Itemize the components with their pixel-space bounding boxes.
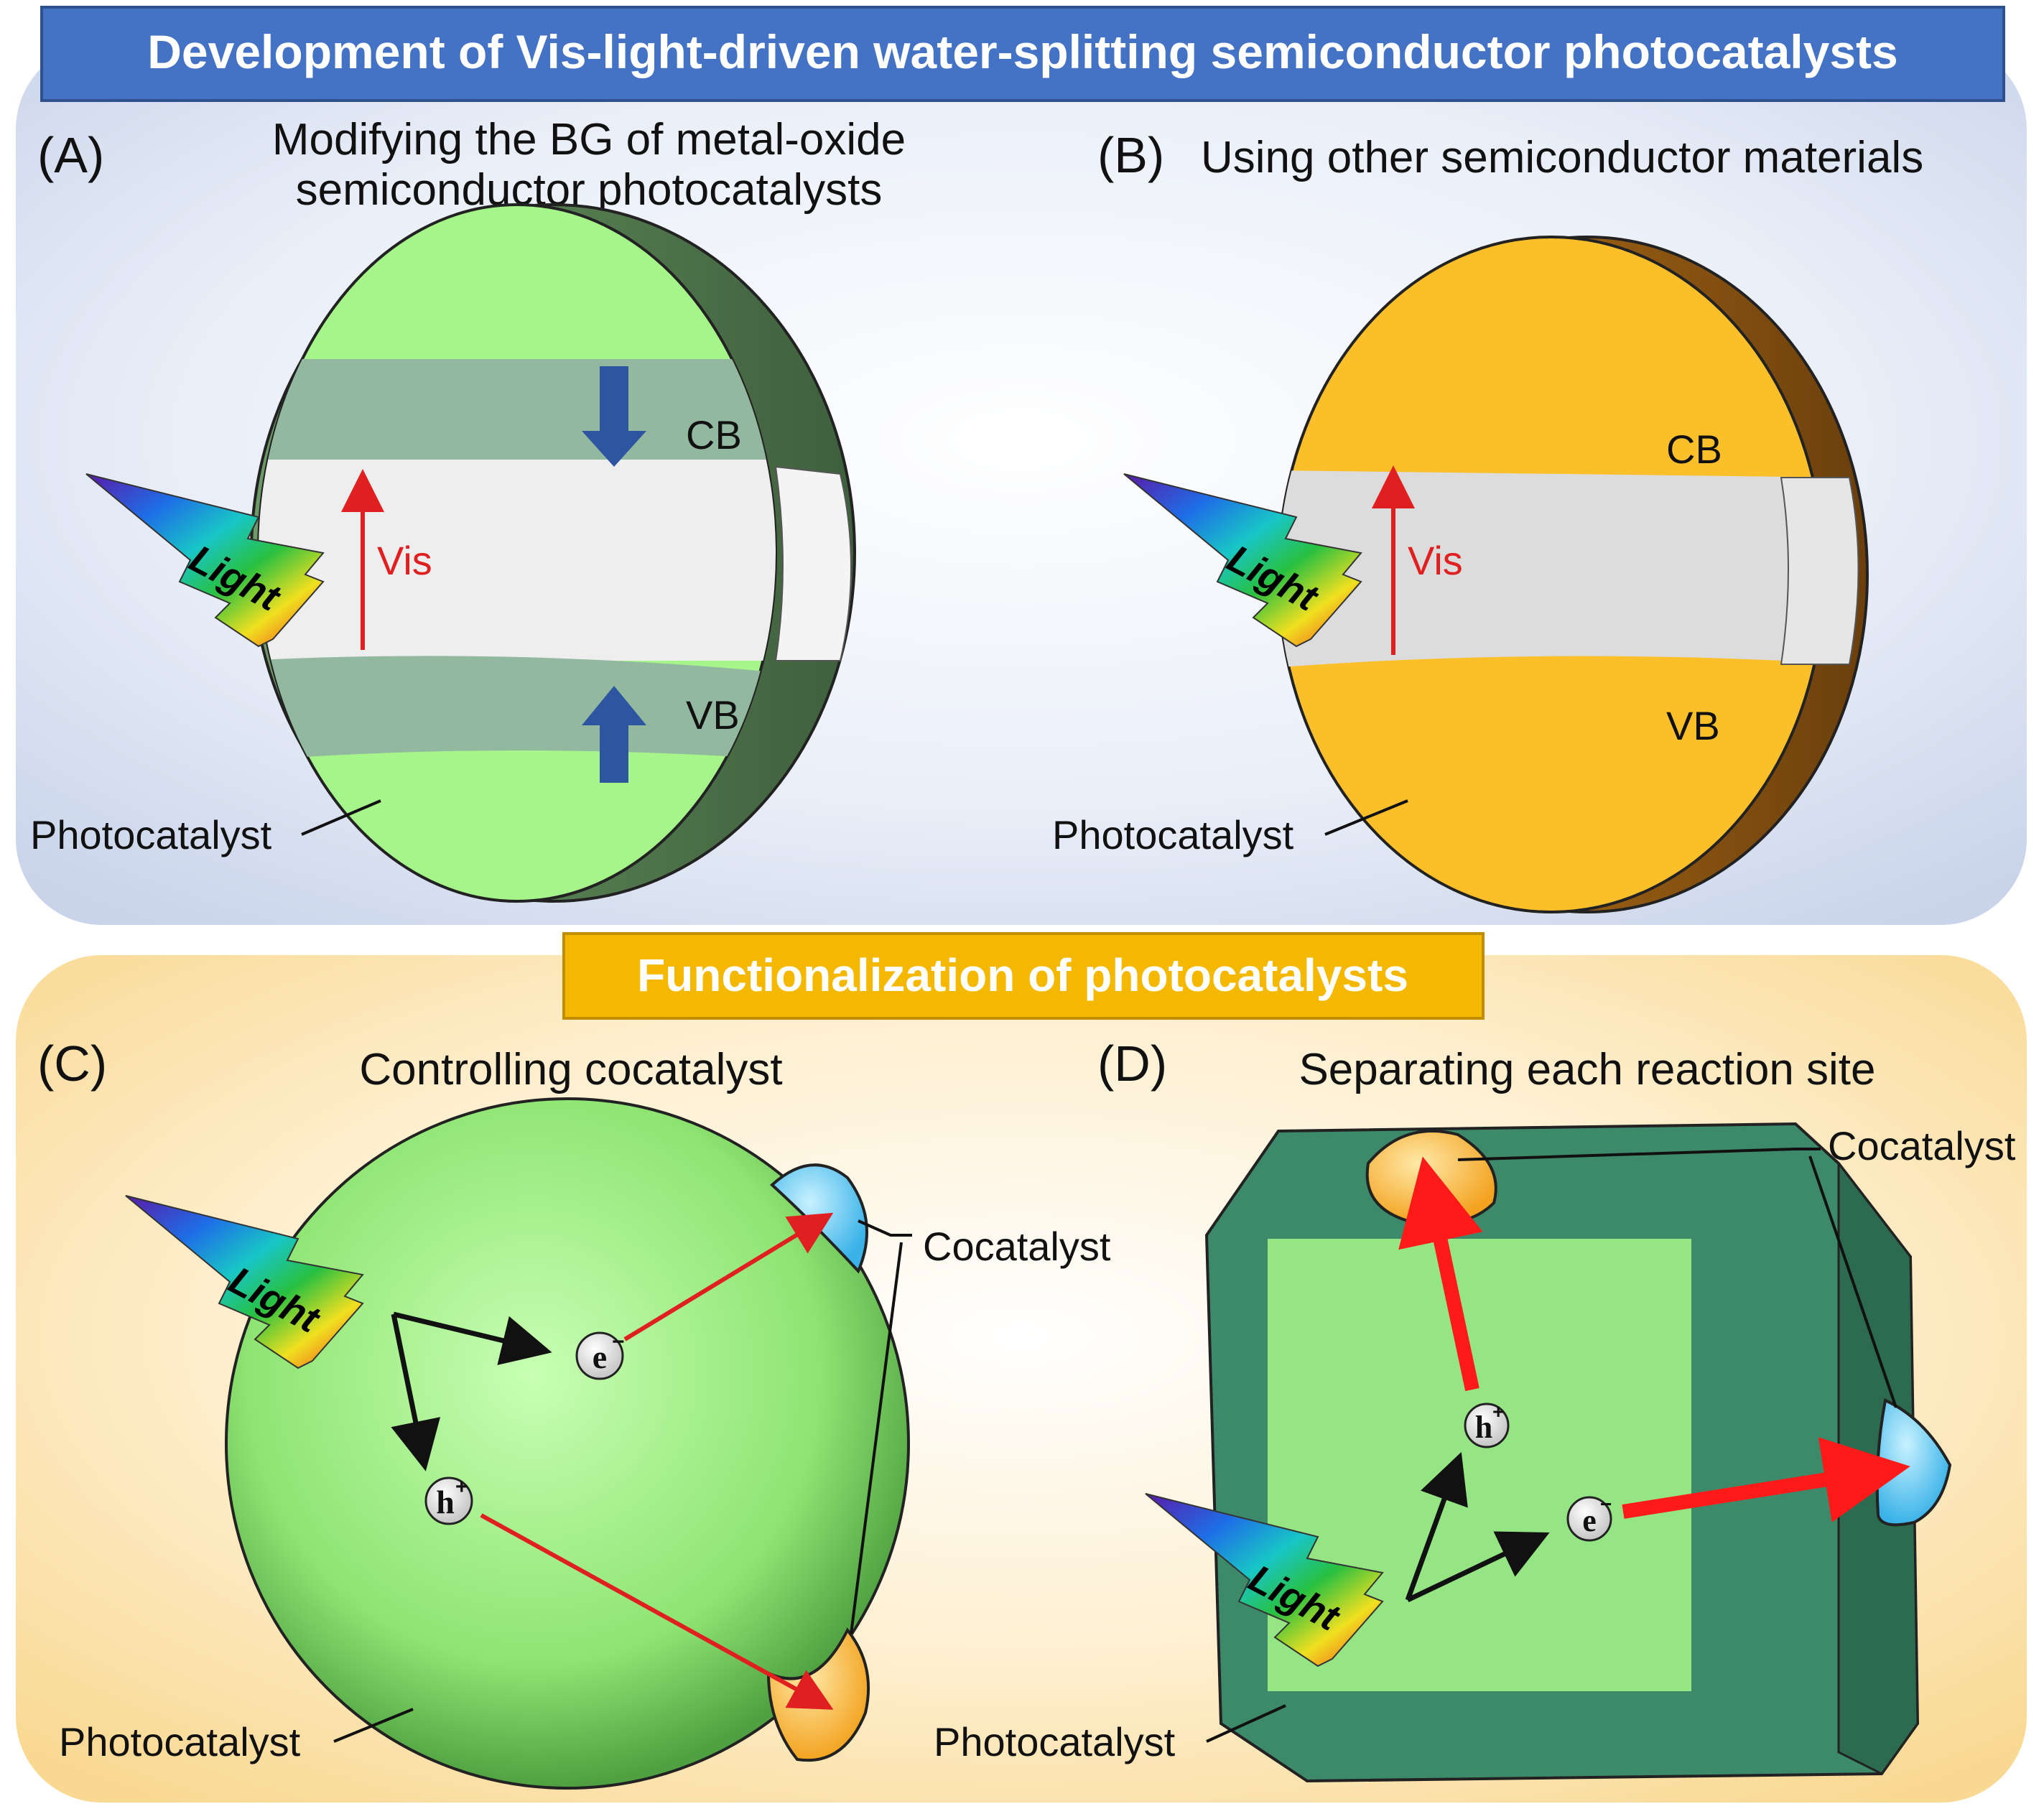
panel-b: (B) Using other semiconductor materials … [1052,127,1923,913]
panel-c-cocatalyst-label: Cocatalyst [923,1224,1111,1269]
panel-d-cocatalyst-leader-side [1808,1155,1897,1408]
panel-d-electron-sign: − [1600,1493,1612,1515]
panel-c-electron-label: e [593,1339,607,1375]
panel-d-arrow-to-electron [1406,1531,1550,1603]
panel-b-label: (B) [1097,127,1164,183]
panel-d-arrow-to-hole [1405,1451,1468,1601]
panel-c-cocatalyst-leader-top [858,1219,912,1237]
panel-b-cb-label: CB [1666,427,1722,472]
panel-c-leader-line [333,1708,414,1743]
panel-a-photocatalyst-label: Photocatalyst [30,812,272,857]
bottom-section-header-box [562,932,1485,1020]
panel-c-light-bolt: Light [125,1195,364,1369]
panel-a-cb-down-arrow [582,366,646,467]
panel-d: (D) Separating each reaction site Light … [934,1036,2016,1783]
panel-d-electron-label: e [1582,1503,1597,1538]
panel-a-cb-band [259,359,776,460]
panel-a-cb-label: CB [686,412,742,457]
panel-b-gap-side [1780,477,1859,665]
panel-a-title-line1: Modifying the BG of metal-oxide [272,115,906,164]
panel-c-electron-arrow [623,1212,834,1341]
panel-d-hole-label: h [1475,1410,1492,1445]
panel-d-photocatalyst-label: Photocatalyst [934,1719,1176,1764]
bottom-section-header: Functionalization of photocatalysts [637,949,1408,1001]
panel-a-band-gap [259,460,776,661]
panel-d-hole [1464,1403,1510,1448]
top-section-header: Development of Vis-light-driven water-sp… [147,25,1897,78]
panel-b-vb-label: VB [1666,703,1720,748]
panel-a-gap-side [774,465,852,661]
panel-b-vis-label: Vis [1408,538,1463,583]
top-section-header-box [40,6,2005,102]
panel-a: (A) Modifying the BG of metal-oxide semi… [30,115,906,903]
panel-c-electron-sign: − [612,1330,625,1354]
panel-c-arrow-to-electron [393,1311,552,1365]
panel-c-hole-sign: + [455,1475,468,1499]
panel-d-leader-line [1206,1704,1286,1743]
panel-b-photocatalyst-label: Photocatalyst [1052,812,1294,857]
panel-b-title: Using other semiconductor materials [1201,133,1923,182]
panel-d-hole-arrow [1398,1156,1483,1392]
panel-c-title: Controlling cocatalyst [359,1045,782,1094]
panel-a-vb-band [259,656,776,761]
panel-d-cocatalyst-label: Cocatalyst [1828,1123,2016,1168]
panel-a-light-bolt: Light [85,473,325,648]
panel-d-hole-sign: + [1492,1400,1504,1423]
panel-d-label: (D) [1097,1036,1167,1092]
panel-c-electron [575,1331,624,1380]
panel-d-electron-arrow [1622,1437,1910,1522]
panel-c: (C) Controlling cocatalyst Light e − h +… [37,1036,1111,1790]
panel-a-vb-label: VB [686,692,740,738]
panel-b-band-gap [1278,470,1824,668]
panel-b-light-bolt: Light [1123,473,1362,648]
panel-d-cocatalyst-leader-top [1457,1148,1821,1161]
panel-a-leader-line [301,799,381,836]
panel-d-electron [1566,1496,1612,1542]
panel-a-vb-up-arrow [582,686,646,783]
panel-c-hole-arrow [480,1513,834,1710]
panel-b-leader-line [1324,799,1408,836]
panel-c-hole [424,1476,473,1525]
panel-a-vis-label: Vis [377,538,432,583]
panel-c-arrow-to-hole [391,1313,441,1471]
panel-c-cocatalyst-leader-bottom [850,1242,903,1634]
panel-d-title: Separating each reaction site [1299,1045,1875,1094]
panel-a-label: (A) [37,127,104,183]
panel-c-photocatalyst-label: Photocatalyst [59,1719,301,1764]
panel-c-hole-label: h [436,1484,455,1520]
panel-c-label: (C) [37,1036,107,1092]
